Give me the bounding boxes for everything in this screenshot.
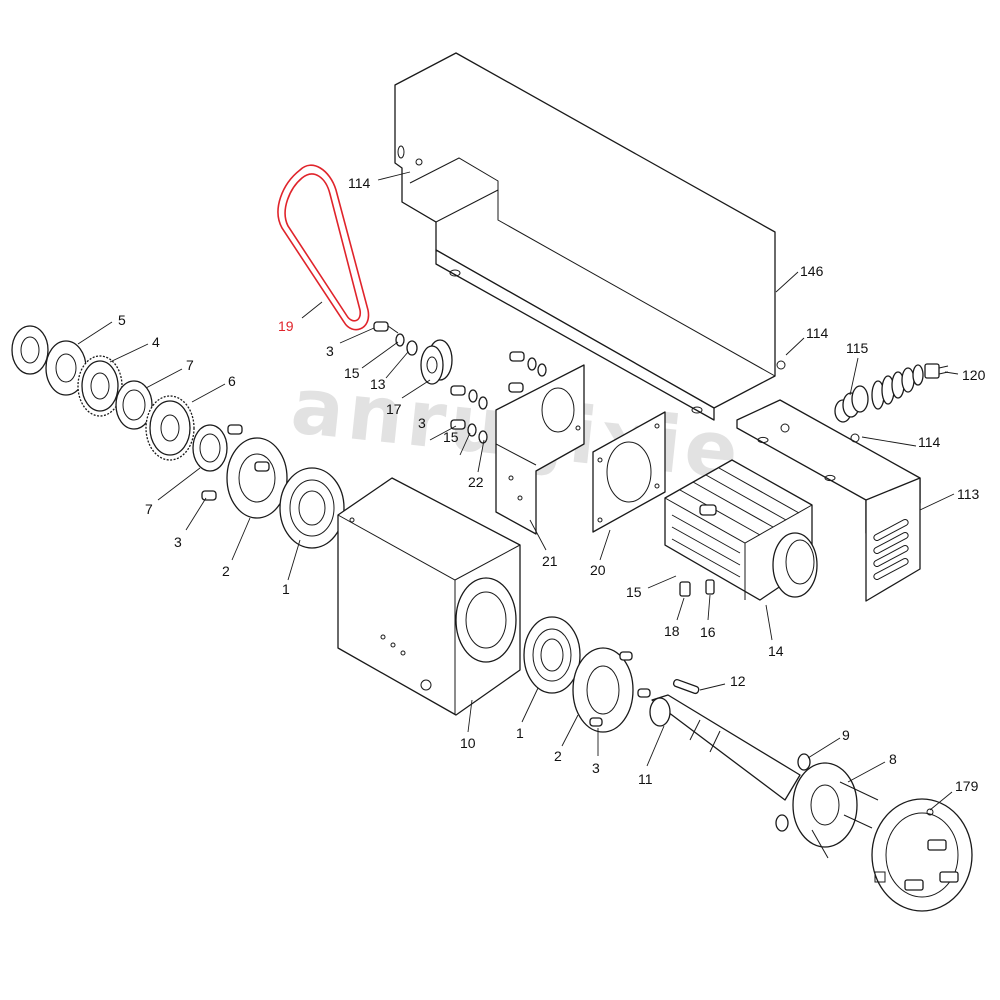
callout-114-mid: 114 [806, 325, 829, 341]
callout-9: 9 [842, 727, 850, 743]
part-6-gear [145, 395, 195, 461]
part-21-bracket [495, 364, 585, 535]
callout-13: 13 [370, 376, 386, 392]
part-120-cable-strain-relief [871, 363, 949, 410]
callout-2-left: 2 [222, 563, 230, 579]
part-115-cable-gland [834, 385, 869, 423]
callout-1-left: 1 [282, 581, 290, 597]
part-16-screw [705, 579, 715, 595]
callout-113: 113 [957, 486, 980, 502]
part-179-chuck [871, 798, 973, 912]
part-9-nut [775, 753, 811, 832]
part-10-headstock-box [337, 477, 521, 716]
part-7-spacer-bottom [192, 424, 228, 472]
callout-146: 146 [800, 263, 824, 279]
callout-3-top: 3 [326, 343, 334, 359]
callout-7-bottom: 7 [145, 501, 153, 517]
part-14-motor [664, 459, 818, 601]
part-4-gear [77, 355, 123, 417]
part-8-flange [792, 762, 879, 859]
part-113-cover [736, 399, 921, 602]
vent-slots [873, 518, 909, 581]
callout-115: 115 [846, 340, 869, 356]
part-7-spacer-top [115, 380, 153, 430]
part-12-key [672, 678, 700, 695]
callout-14: 14 [768, 643, 784, 659]
callout-3-mid: 3 [418, 415, 426, 431]
part-18-key [679, 581, 691, 597]
callout-2-bottom: 2 [554, 748, 562, 764]
callout-6: 6 [228, 373, 236, 389]
callout-22: 22 [468, 474, 484, 490]
callout-15-mid: 15 [443, 429, 459, 445]
part-146-cover [394, 52, 786, 421]
callout-7-top: 7 [186, 357, 194, 373]
part-17-pulley [420, 339, 453, 385]
callout-4: 4 [152, 334, 160, 350]
leader-lines [77, 171, 959, 811]
callout-16: 16 [700, 624, 716, 640]
callout-3-bottom: 3 [592, 760, 600, 776]
callout-20: 20 [590, 562, 606, 578]
callout-3-left: 3 [174, 534, 182, 550]
callout-18: 18 [664, 623, 680, 639]
part-2-bearing-cover-right [572, 647, 651, 733]
callout-17: 17 [386, 401, 402, 417]
callout-12: 12 [730, 673, 746, 689]
callout-5: 5 [118, 312, 126, 328]
part-11-spindle [649, 694, 801, 801]
part-19-belt [277, 164, 370, 331]
part-1-bearing-left [279, 467, 345, 549]
part-5-lock-nut [11, 325, 87, 396]
callout-114-top: 114 [348, 175, 371, 191]
part-2-bearing-cover-left [201, 424, 288, 519]
callout-19: 19 [278, 318, 294, 334]
callout-15-bottom: 15 [626, 584, 642, 600]
callout-1-bottom: 1 [516, 725, 524, 741]
part-20-motor-plate [592, 411, 666, 533]
callout-114-right: 114 [918, 434, 941, 450]
callout-15-top: 15 [344, 365, 360, 381]
callout-21: 21 [542, 553, 558, 569]
part-1-bearing-right [523, 616, 581, 694]
callout-11: 11 [638, 771, 653, 787]
callout-179: 179 [955, 778, 979, 794]
callout-labels: 114 146 114 115 120 114 113 19 5 4 7 6 7… [118, 175, 986, 794]
callout-8: 8 [889, 751, 897, 767]
callout-10: 10 [460, 735, 476, 751]
callout-120: 120 [962, 367, 986, 383]
